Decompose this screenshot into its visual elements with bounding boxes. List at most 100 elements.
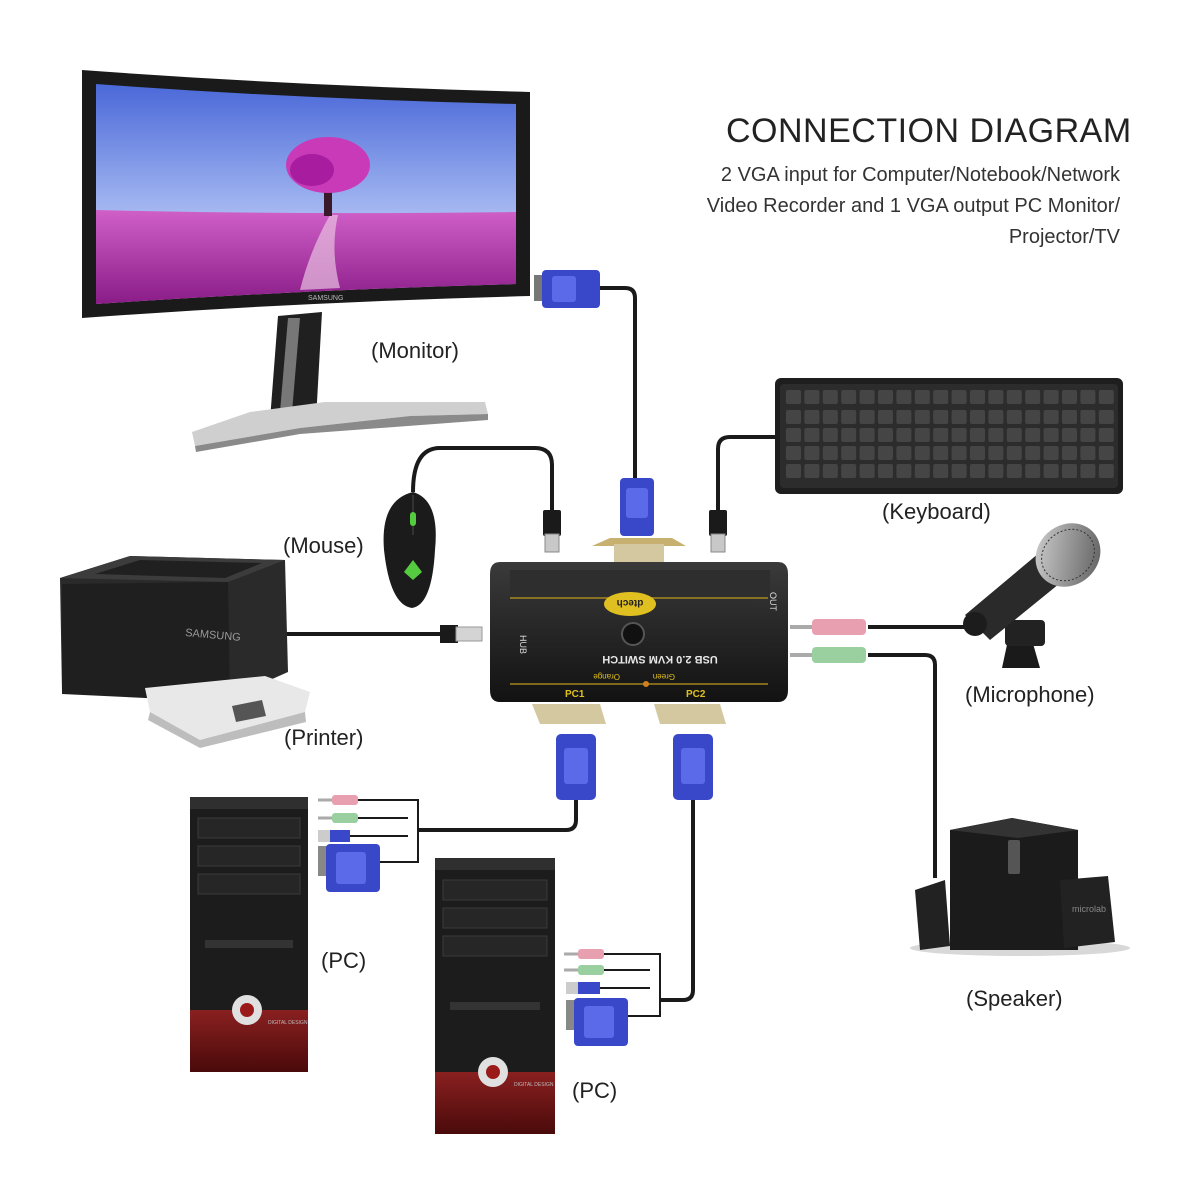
keyboard-key — [988, 390, 1004, 404]
keyboard-key — [933, 446, 949, 460]
keyboard-key — [804, 446, 820, 460]
pc1-badge: DIGITAL DESIGN — [268, 1020, 308, 1026]
keyboard-key — [988, 410, 1004, 424]
mouse-label: (Mouse) — [283, 533, 364, 558]
keyboard-key — [878, 446, 893, 460]
keyboard-key — [786, 390, 801, 404]
speaker-label: (Speaker) — [966, 986, 1063, 1011]
kvm-switch: dtech USB 2.0 KVM SWITCH Orange Green HU… — [490, 538, 788, 724]
kvm-port-pc1: PC1 — [565, 689, 585, 700]
keyboard-key — [859, 410, 875, 424]
keyboard-key — [804, 428, 820, 442]
keyboard-key — [914, 446, 930, 460]
keyboard-key — [1080, 410, 1096, 424]
kvm-out-vga-plug — [620, 478, 654, 536]
keyboard-key — [933, 428, 949, 442]
diagram-title: CONNECTION DIAGRAM — [726, 112, 1132, 150]
keyboard-key — [1043, 428, 1059, 442]
kvm-led-2: Green — [653, 672, 675, 681]
keyboard-key — [1006, 464, 1022, 478]
keyboard-key — [1062, 428, 1077, 442]
keyboard-key — [970, 428, 985, 442]
keyboard-key — [822, 464, 838, 478]
kvm-port-pc2: PC2 — [686, 689, 706, 700]
keyboard-key — [822, 428, 838, 442]
pc2-connectors — [564, 949, 661, 1046]
keyboard-key — [970, 410, 985, 424]
keyboard-key — [1025, 428, 1041, 442]
pc-tower-1: DIGITAL DESIGN — [190, 797, 308, 1072]
keyboard-key — [878, 464, 893, 478]
keyboard-key — [822, 410, 838, 424]
keyboard-key — [859, 390, 875, 404]
keyboard-key — [970, 390, 985, 404]
pc1-connectors — [318, 795, 419, 892]
mouse-usb-plug — [543, 510, 561, 553]
keyboard-key — [1080, 464, 1096, 478]
keyboard-key — [951, 390, 967, 404]
keyboard-key — [914, 428, 930, 442]
monitor: SAMSUNG — [82, 70, 530, 452]
keyboard-key — [951, 446, 967, 460]
kvm-switch-button — [621, 622, 645, 646]
keyboard-key — [1062, 464, 1077, 478]
keyboard-key — [786, 446, 801, 460]
microphone — [963, 523, 1101, 668]
pc-tower-2: DIGITAL DESIGN — [435, 858, 555, 1134]
kvm-led-1: Orange — [593, 672, 620, 681]
keyboard-key — [896, 464, 912, 478]
kvm-hub: HUB — [518, 635, 528, 654]
keyboard-key — [1062, 446, 1077, 460]
keyboard-key — [896, 428, 912, 442]
keyboard-key — [878, 390, 893, 404]
keyboard-key — [1062, 410, 1077, 424]
keyboard-key — [786, 410, 801, 424]
subtitle-line-3: Projector/TV — [1008, 226, 1120, 248]
keyboard-key — [1025, 410, 1041, 424]
cables — [285, 286, 965, 1002]
keyboard-key — [1098, 410, 1114, 424]
kvm-brand: dtech — [617, 597, 644, 608]
keyboard-key — [859, 464, 875, 478]
keyboard-key — [841, 428, 857, 442]
keyboard-key — [1043, 410, 1059, 424]
mouse-cable — [411, 446, 554, 512]
keyboard-key — [933, 390, 949, 404]
keyboard-key — [970, 446, 985, 460]
keyboard-key — [1098, 390, 1114, 404]
subtitle-line-1: 2 VGA input for Computer/Notebook/Networ… — [720, 164, 1120, 186]
keyboard-key — [804, 410, 820, 424]
keyboard-key — [1006, 428, 1022, 442]
pc2-label: (PC) — [572, 1078, 618, 1103]
keyboard — [775, 378, 1123, 494]
keyboard-key — [804, 464, 820, 478]
keyboard-key — [1025, 446, 1041, 460]
monitor-vga-plug — [534, 270, 600, 308]
keyboard-key — [1080, 428, 1096, 442]
keyboard-key — [1043, 446, 1059, 460]
keyboard-key — [1025, 464, 1041, 478]
printer: SAMSUNG — [60, 556, 310, 748]
keyboard-key — [970, 464, 985, 478]
keyboard-key — [896, 390, 912, 404]
pc2-vga-plug — [673, 734, 713, 800]
keyboard-key — [951, 464, 967, 478]
keyboard-key — [841, 390, 857, 404]
pc1-kvm-cable — [418, 800, 578, 832]
keyboard-key — [951, 410, 967, 424]
keyboard-key — [822, 390, 838, 404]
keyboard-key — [1080, 446, 1096, 460]
printer-label: (Printer) — [284, 725, 364, 750]
keyboard-key — [1006, 446, 1022, 460]
keyboard-key — [1025, 390, 1041, 404]
monitor-vga-cable — [600, 286, 637, 480]
keyboard-key — [914, 464, 930, 478]
keyboard-key — [988, 464, 1004, 478]
keyboard-key — [1080, 390, 1096, 404]
kvm-out: OUT — [768, 592, 778, 612]
keyboard-key — [914, 410, 930, 424]
printer-brand: SAMSUNG — [185, 627, 241, 644]
microphone-label: (Microphone) — [965, 682, 1095, 707]
keyboard-key — [786, 464, 801, 478]
